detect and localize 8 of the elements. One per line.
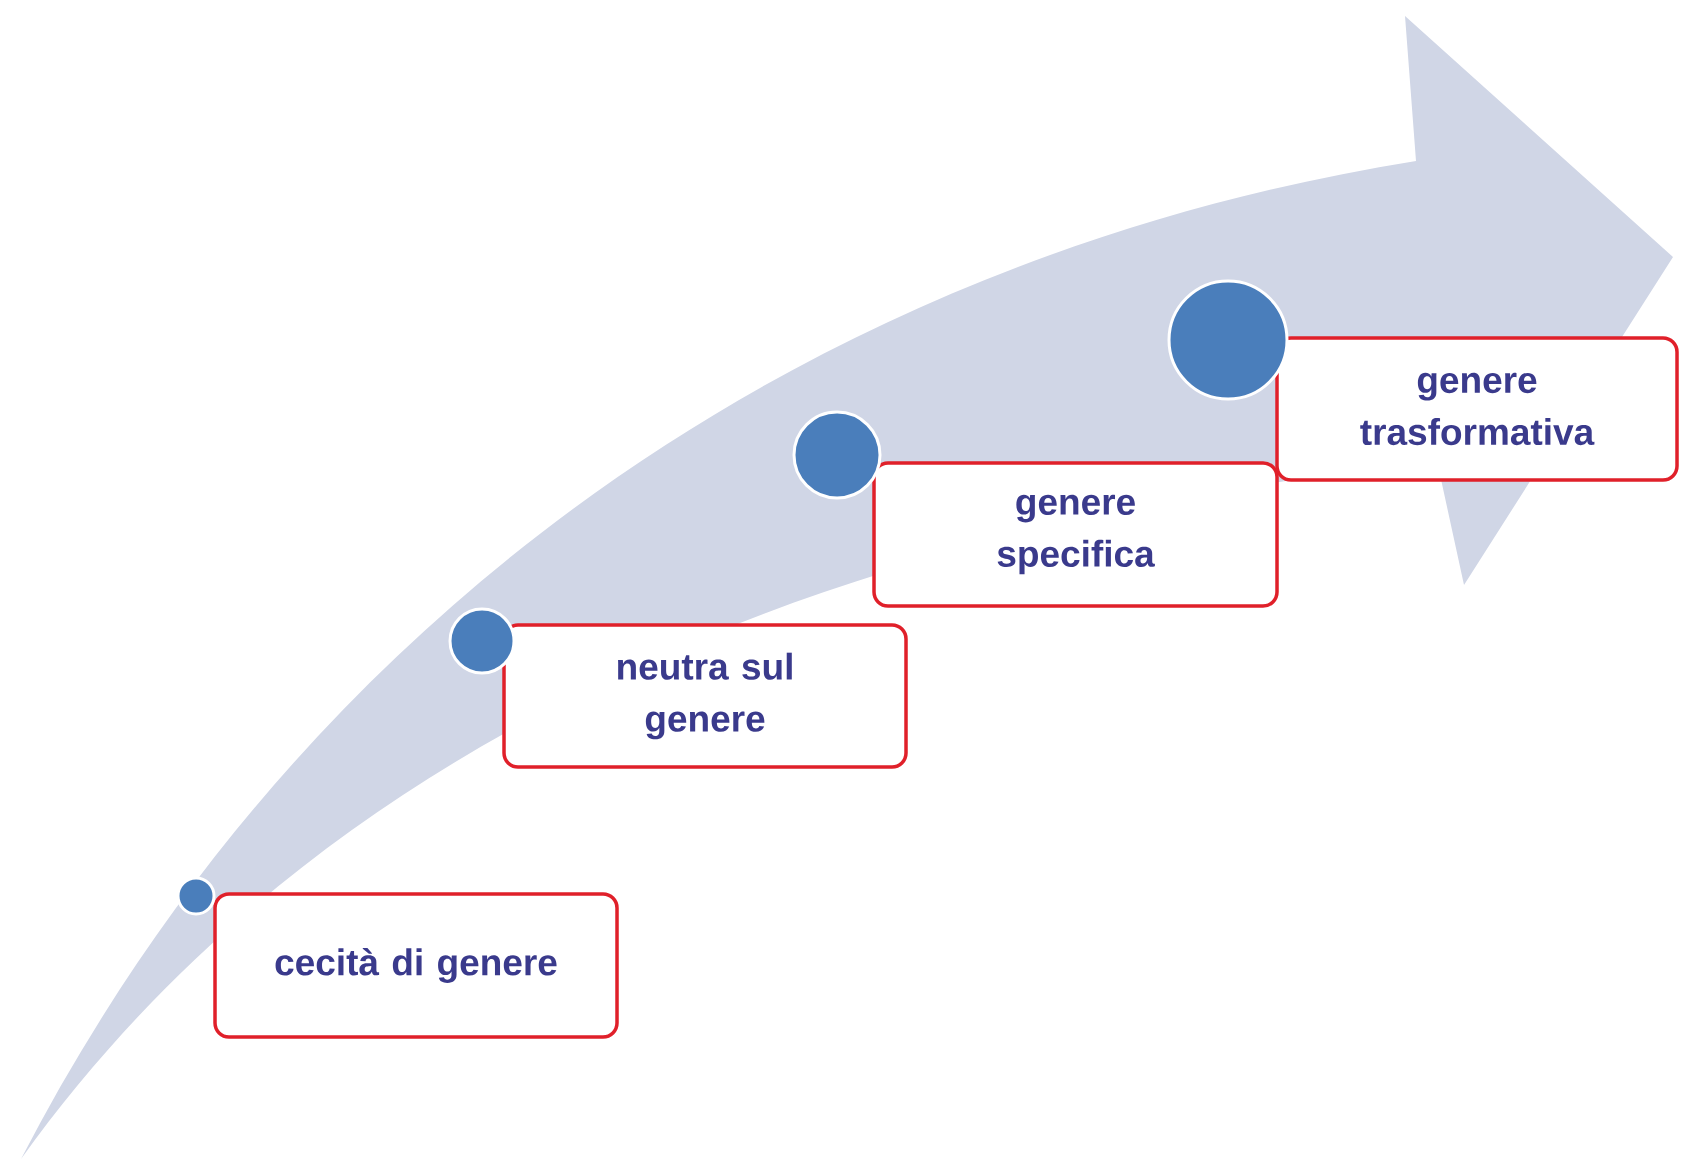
dot-marker [176, 876, 216, 916]
text-box: genere specifica [872, 461, 1279, 608]
text-box: neutra sul genere [502, 623, 908, 769]
text-box: cecità di genere [213, 892, 619, 1039]
text-box: genere trasformativa [1275, 336, 1679, 482]
dot-marker [792, 410, 882, 500]
dot-marker [1167, 279, 1289, 401]
dot-marker [448, 607, 516, 675]
